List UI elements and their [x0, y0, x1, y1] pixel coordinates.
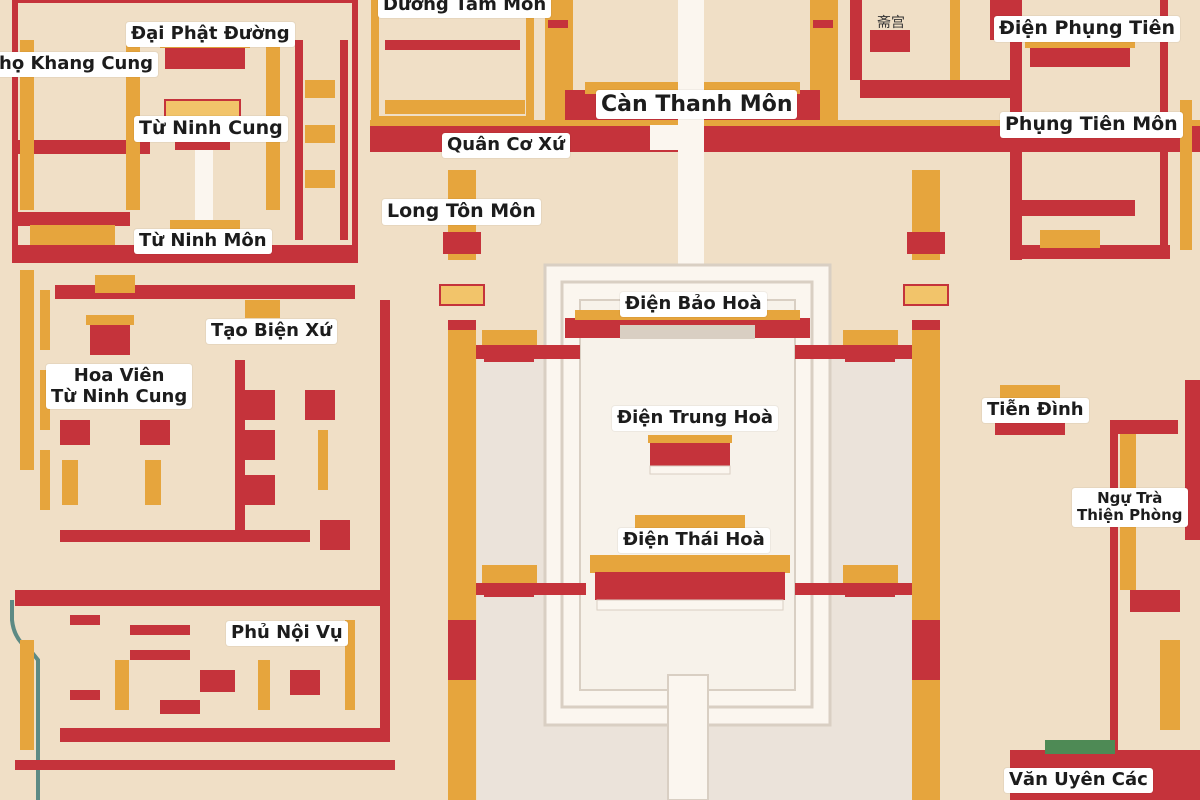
label-dien-phung-tien: Điện Phụng Tiên [994, 16, 1181, 42]
label-can-thanh-mon: Càn Thanh Môn [596, 90, 798, 120]
label-phu-noi-vu: Phủ Nội Vụ [226, 621, 348, 646]
label-long-ton-mon: Long Tôn Môn [382, 199, 541, 225]
label-hoa-vien-line1: Hoa Viên [73, 365, 165, 386]
label-van-uyen-cac: Văn Uyên Các [1004, 768, 1153, 793]
label-hoa-vien-tu-ninh-cung: Hoa Viên Từ Ninh Cung [46, 364, 193, 410]
label-tu-ninh-mon: Từ Ninh Môn [134, 229, 272, 254]
left-district [12, 0, 395, 770]
label-hoa-vien-line2: Từ Ninh Cung [51, 385, 188, 407]
label-ngu-tra-thien-phong: Ngự Trà Thiện Phòng [1072, 488, 1188, 527]
label-dien-trung-hoa: Điện Trung Hoà [612, 406, 779, 431]
label-tho-khang-cung: họ Khang Cung [0, 52, 159, 77]
label-dai-phat-duong: Đại Phật Đường [126, 22, 295, 47]
label-tu-ninh-cung: Từ Ninh Cung [134, 116, 288, 142]
zhai-gong-sign: 斋宫 [877, 14, 905, 31]
label-ngu-tra-line1: Ngự Trà [1097, 489, 1163, 507]
side-galleries [439, 170, 949, 800]
label-tien-dinh: Tiễn Đình [982, 398, 1089, 423]
label-dien-bao-hoa: Điện Bảo Hoà [620, 292, 767, 317]
label-tao-bien-xu: Tạo Biện Xứ [206, 319, 337, 344]
label-ngu-tra-line2: Thiện Phòng [1077, 506, 1183, 525]
label-phung-tien-mon: Phụng Tiên Môn [1000, 112, 1183, 138]
label-quan-co-xu: Quân Cơ Xứ [442, 133, 570, 158]
label-duong-tam-mon: Dưỡng Tâm Môn [378, 0, 552, 18]
label-dien-thai-hoa: Điện Thái Hoà [618, 528, 770, 553]
